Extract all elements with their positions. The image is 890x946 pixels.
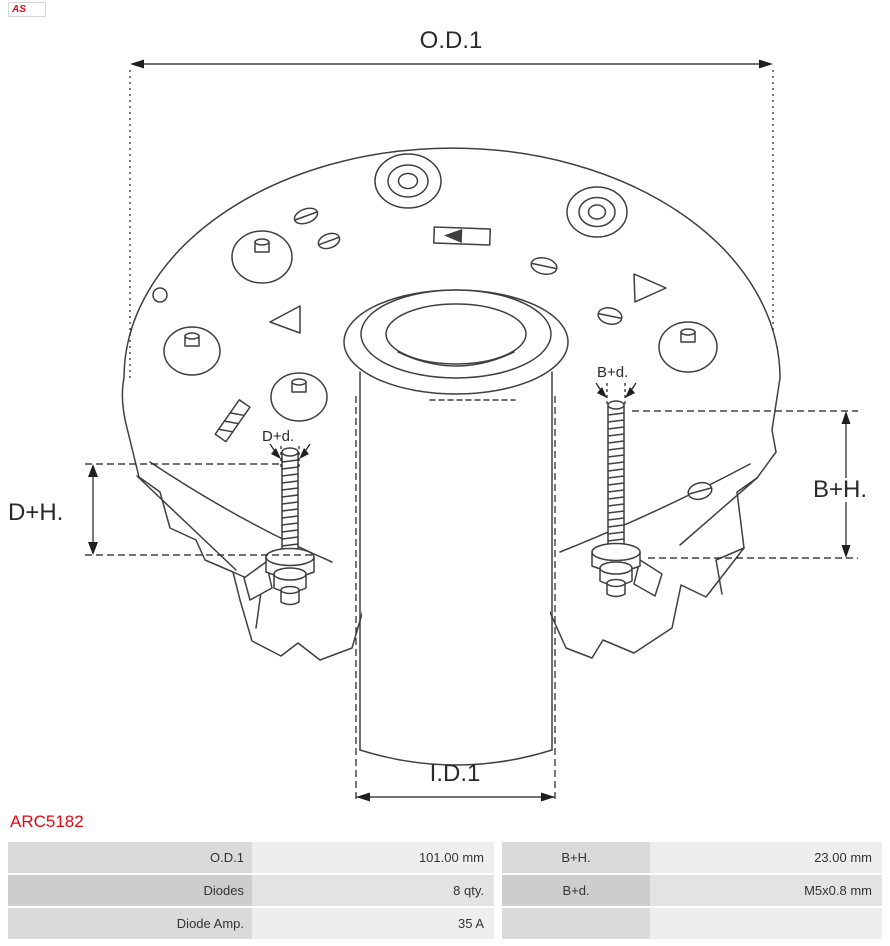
spec-bh-label: B+H. [502, 842, 650, 873]
bd-dimension: B+d. [595, 364, 637, 404]
part-number: ARC5182 [10, 812, 84, 831]
part-drawing [121, 147, 781, 766]
od1-dimension: O.D.1 [129, 27, 774, 378]
dimension-annotations: O.D.1 I.D.1 D+H. [8, 27, 874, 803]
spec-od1-value: 101.00 mm [252, 842, 494, 873]
spec-od1-label: O.D.1 [8, 842, 252, 873]
rectifier-technical-drawing: O.D.1 I.D.1 D+H. [8, 27, 874, 803]
bh-label: B+H. [813, 476, 867, 503]
spec-empty-value [650, 908, 882, 939]
od1-label: O.D.1 [420, 27, 483, 54]
b-plus-stud [591, 400, 663, 598]
logo-text: AS [12, 3, 26, 15]
spec-table: O.D.1 101.00 mm B+H. 23.00 mm Diodes 8 q… [8, 842, 882, 939]
dh-label: D+H. [8, 499, 63, 526]
d-plus-stud [243, 447, 315, 606]
spec-diodes-value: 8 qty. [252, 875, 494, 906]
spec-diode-amp-label: Diode Amp. [8, 908, 252, 939]
dd-dimension: D+d. [262, 428, 311, 468]
spec-empty-label [502, 908, 650, 939]
dd-label: D+d. [262, 428, 294, 445]
spec-diodes-label: Diodes [8, 875, 252, 906]
spec-bd-label: B+d. [502, 875, 650, 906]
spec-gap [494, 842, 502, 873]
id1-label: I.D.1 [430, 760, 481, 787]
bd-label: B+d. [597, 364, 628, 381]
dh-dimension: D+H. [8, 463, 316, 556]
spec-bh-value: 23.00 mm [650, 842, 882, 873]
as-pl-logo: AS [8, 2, 46, 17]
spec-gap [494, 875, 502, 906]
spec-bd-value: M5x0.8 mm [650, 875, 882, 906]
spec-diode-amp-value: 35 A [252, 908, 494, 939]
id1-dimension: I.D.1 [355, 396, 556, 803]
spec-gap [494, 908, 502, 939]
bh-dimension: B+H. [632, 410, 874, 559]
